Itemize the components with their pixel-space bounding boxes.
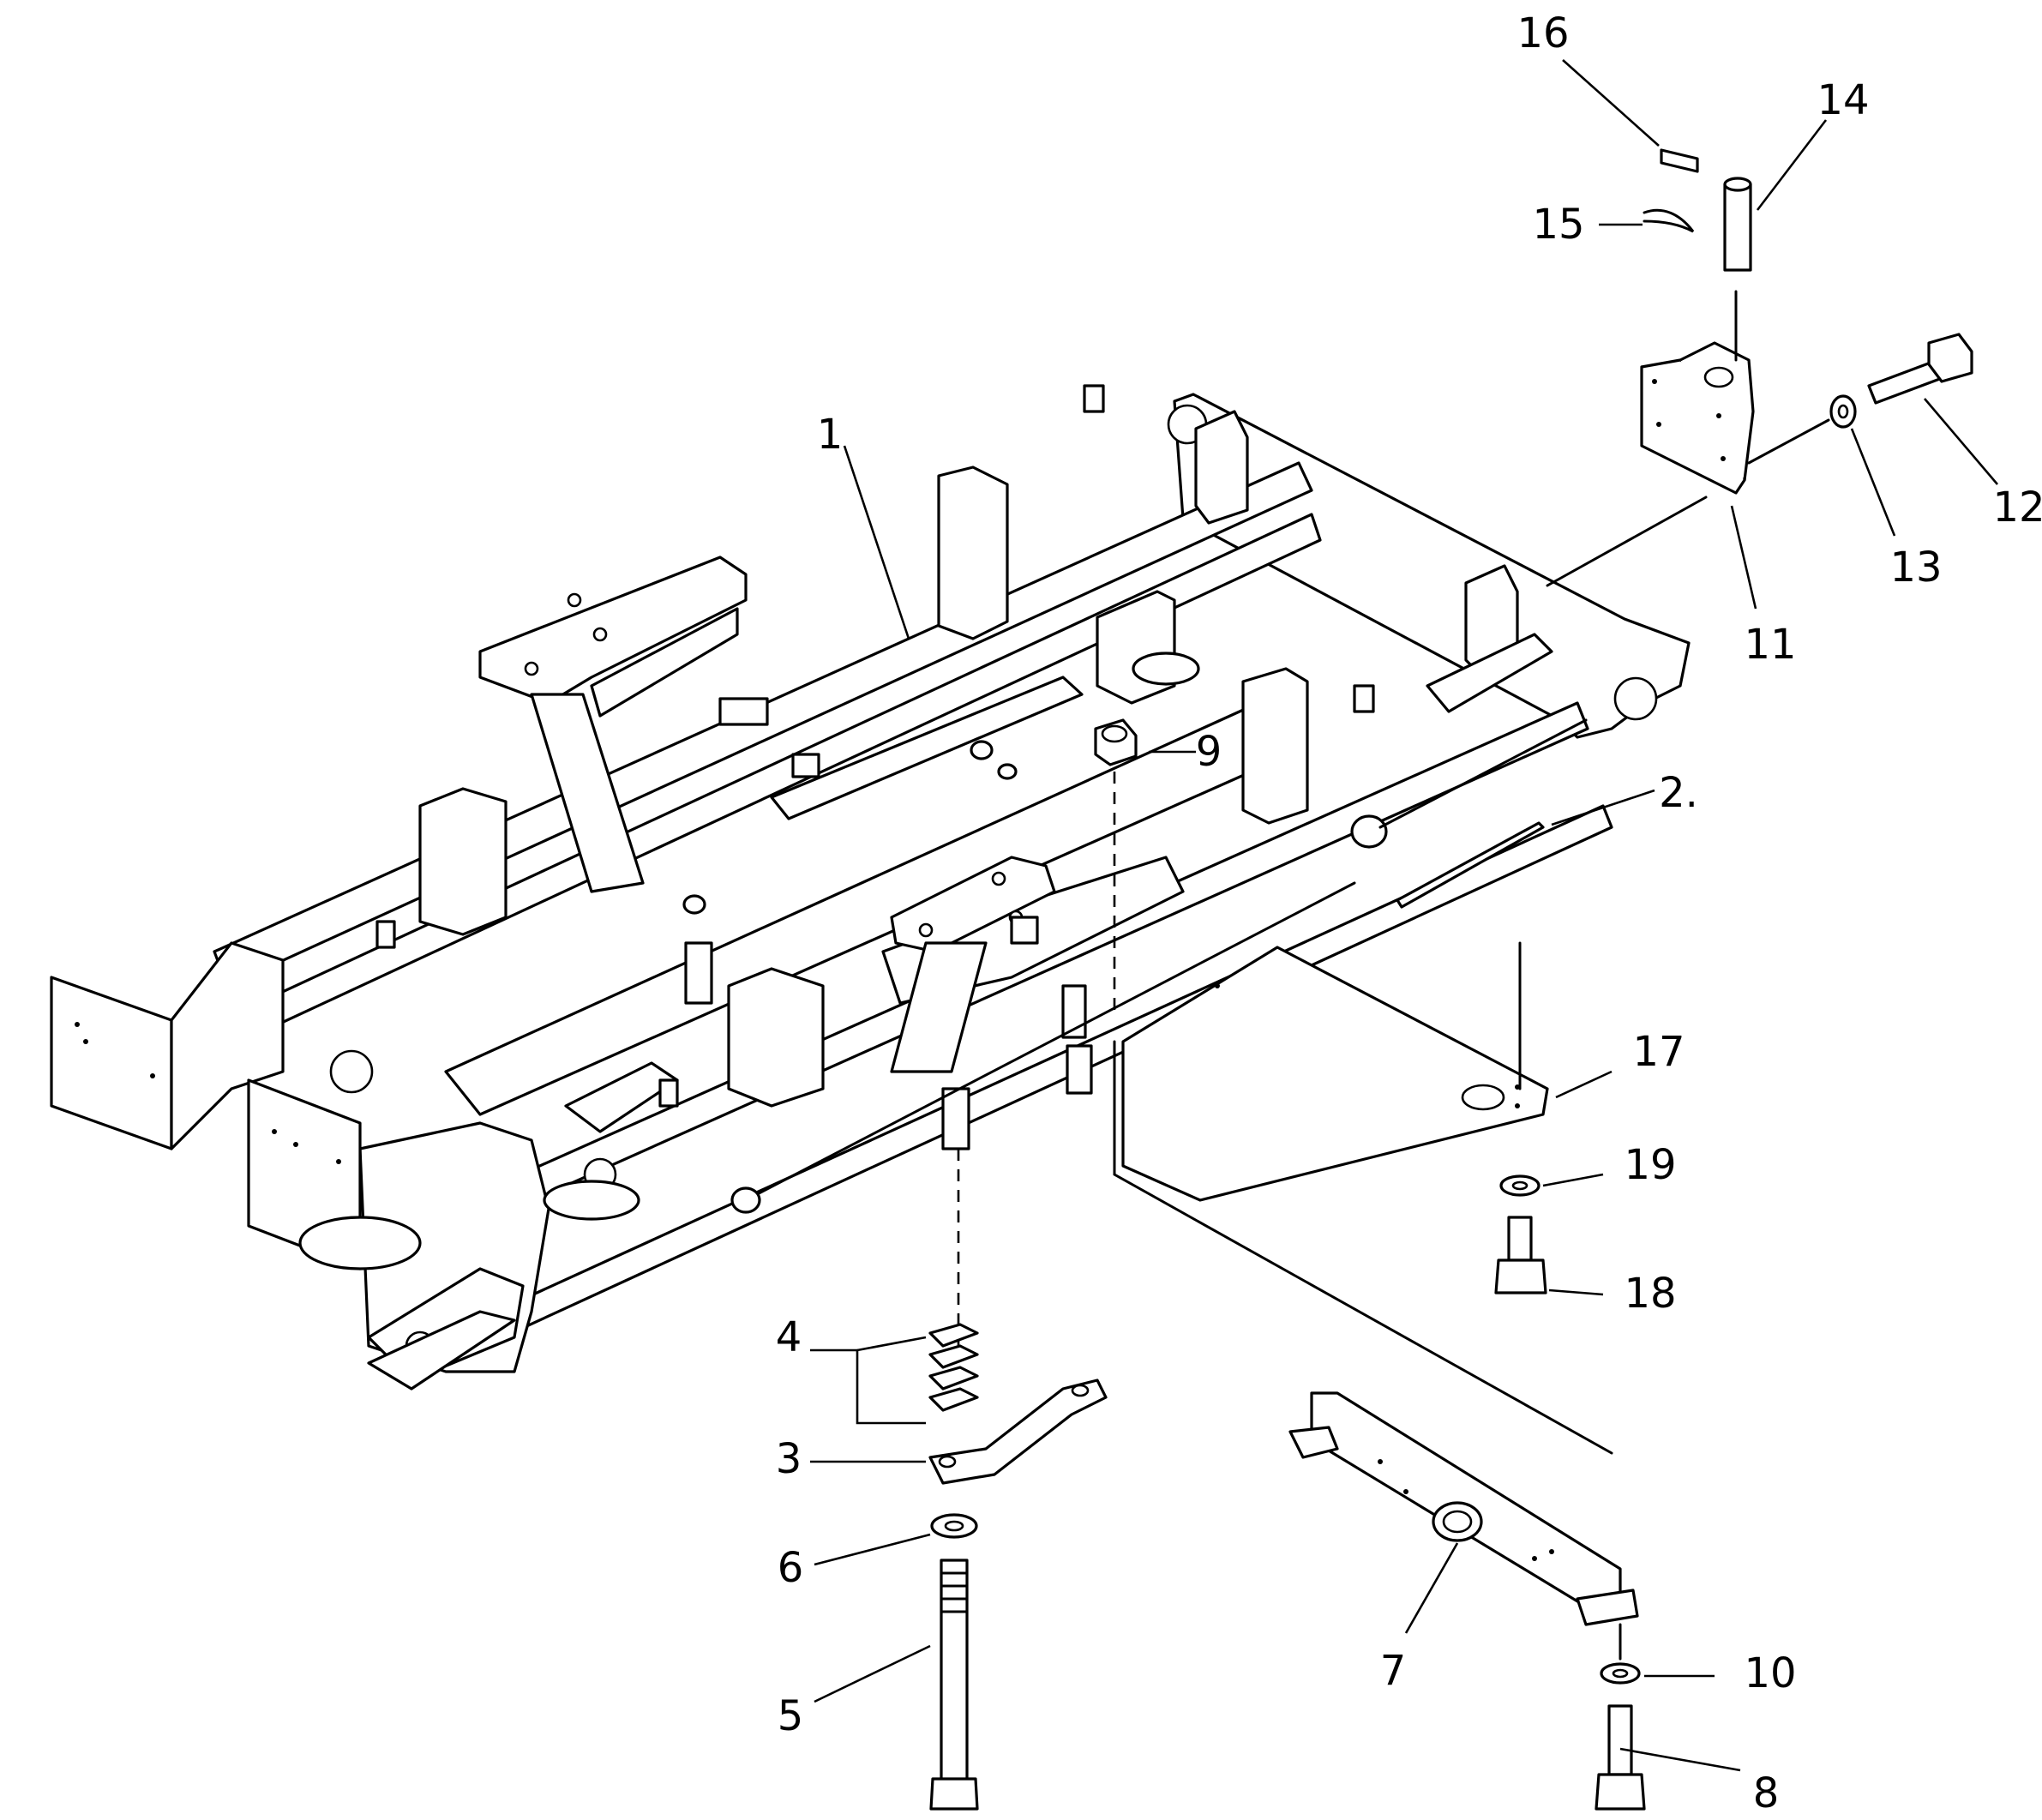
callout-17: 17: [1632, 1028, 1685, 1076]
callout-10: 10: [1744, 1649, 1796, 1697]
callout-8: 8: [1753, 1769, 1780, 1817]
leader-lines: [810, 59, 1998, 1772]
callout-7: 7: [1380, 1647, 1407, 1695]
callout-14: 14: [1817, 76, 1869, 124]
part-9-nut: [1094, 718, 1138, 1012]
main-frame: [50, 384, 1691, 1391]
part-17-under-cover: [1113, 946, 1613, 1455]
callout-13: 13: [1889, 544, 1942, 592]
callout-6: 6: [778, 1544, 804, 1592]
callout-18: 18: [1624, 1270, 1676, 1318]
parts-18-19-bolt-washer: [1494, 941, 1547, 1294]
callout-9: 9: [1196, 728, 1222, 776]
callout-3: 3: [776, 1435, 802, 1483]
part-2-strip: [1396, 821, 1545, 909]
parts-8-10-bolt-washer: [1595, 1623, 1646, 1811]
clamp-stack: [928, 1149, 1108, 1811]
rear-hitch-assembly: [1546, 148, 1973, 587]
callout-15: 15: [1532, 201, 1584, 249]
callout-11: 11: [1744, 621, 1796, 669]
callout-4: 4: [776, 1313, 802, 1361]
callout-1: 1: [817, 411, 844, 459]
callout-16: 16: [1516, 9, 1569, 57]
callout-2: 2.: [1659, 769, 1698, 817]
part-7-rail-member: [1288, 1391, 1639, 1626]
callout-12: 12: [1992, 484, 2042, 532]
callout-19: 19: [1624, 1141, 1676, 1189]
callout-labels: 1 2. 3 4 5 6 7 8 9 10 11 12 13 14 15 16 …: [776, 9, 2042, 1817]
callout-5: 5: [778, 1692, 804, 1740]
